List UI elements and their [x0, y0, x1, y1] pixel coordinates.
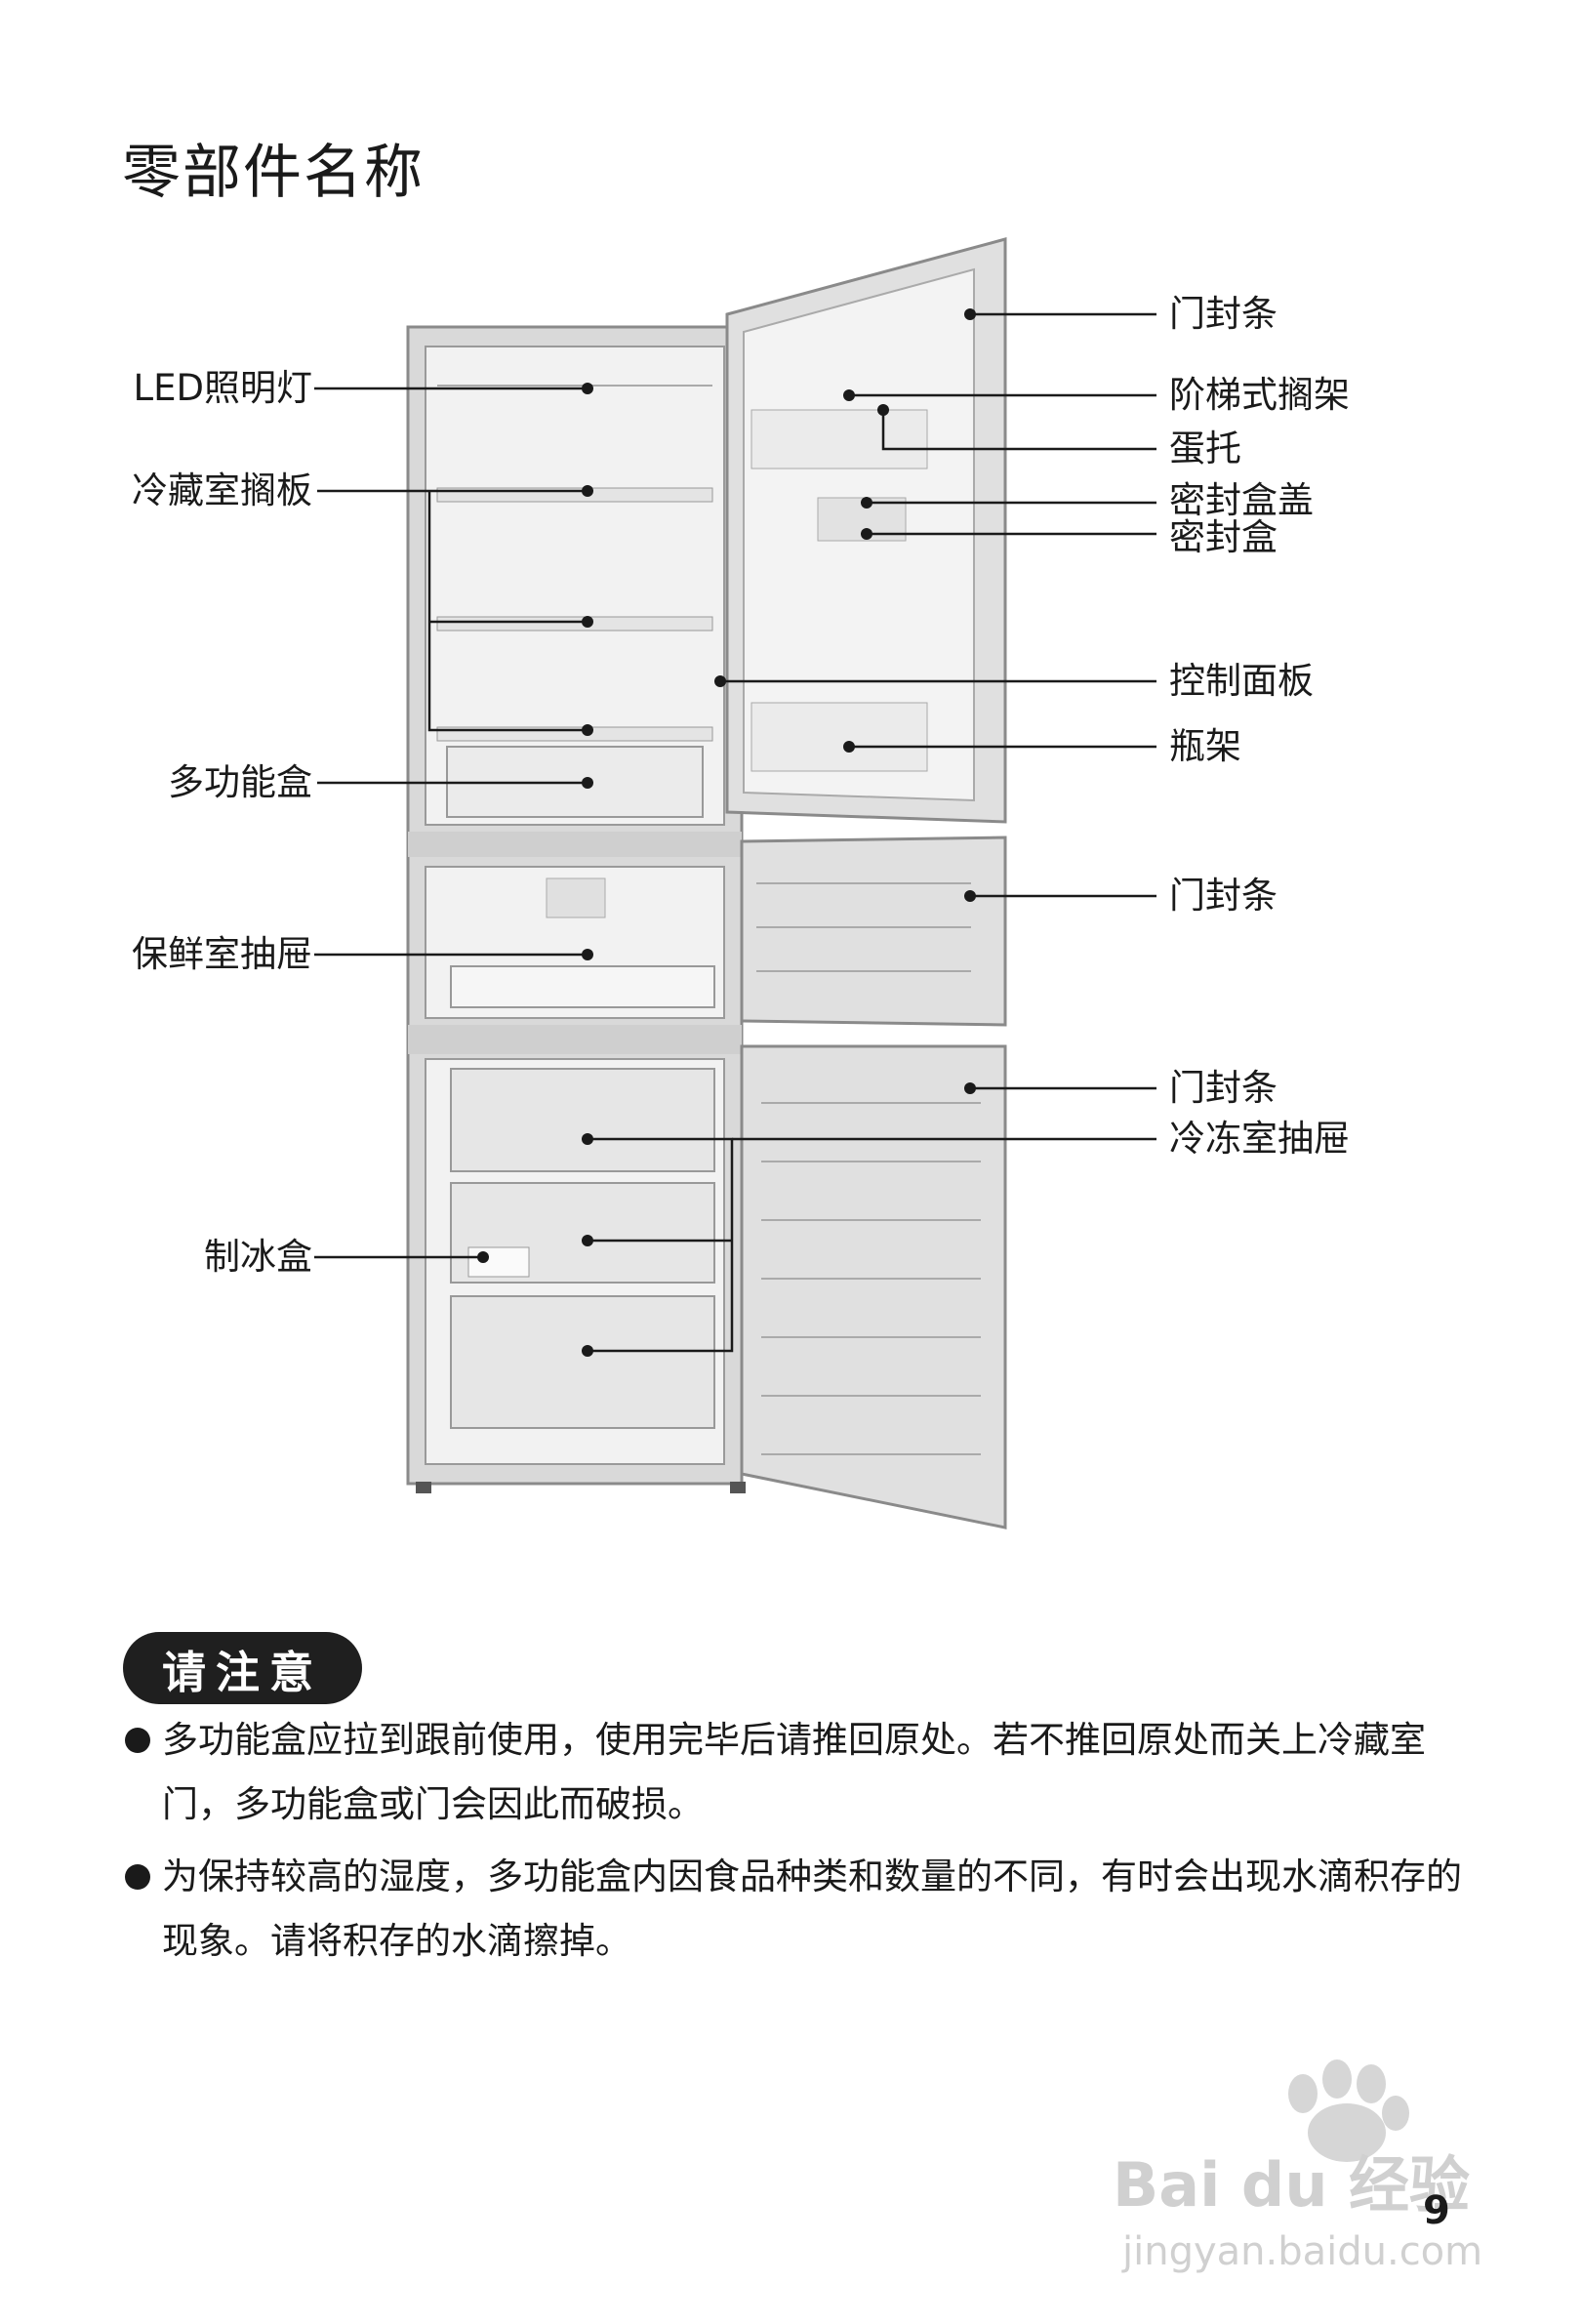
notice-badge: 请注意 [123, 1632, 362, 1704]
watermark-url: jingyan.baidu.com [1121, 2229, 1482, 2274]
bullet-icon [125, 1864, 150, 1890]
notice-item-text: 多功能盒应拉到跟前使用，使用完毕后请推回原处。若不推回原处而关上冷藏室门，多功能… [162, 1708, 1491, 1837]
notice-item: 多功能盒应拉到跟前使用，使用完毕后请推回原处。若不推回原处而关上冷藏室门，多功能… [125, 1708, 1491, 1837]
label-door-gasket-top: 门封条 [1169, 293, 1278, 335]
label-multi-function-box: 多功能盒 [168, 761, 312, 803]
paw-icon [1288, 2059, 1409, 2162]
label-door-gasket-bottom: 门封条 [1169, 1067, 1278, 1109]
label-ladder-shelf: 阶梯式搁架 [1169, 374, 1350, 416]
bullet-icon [125, 1728, 150, 1753]
label-seal-box-cover: 密封盒盖 [1169, 479, 1314, 521]
label-led-light: LED照明灯 [134, 367, 312, 409]
refrigerator-diagram: LED照明灯 冷藏室搁板 多功能盒 保鲜室抽屉 制冰盒 门封条 阶梯式搁架 蛋托… [0, 0, 1582, 1581]
label-fresh-drawer: 保鲜室抽屉 [132, 933, 312, 975]
label-egg-tray: 蛋托 [1169, 428, 1241, 469]
label-freezer-drawer: 冷冻室抽屉 [1169, 1118, 1350, 1160]
label-fridge-shelf: 冷藏室搁板 [132, 469, 312, 511]
label-seal-box: 密封盒 [1169, 516, 1278, 558]
refrigerator-cabinet [408, 327, 746, 1493]
page-number: 9 [1423, 2188, 1450, 2233]
notice-item: 为保持较高的湿度，多功能盒内因食品种类和数量的不同，有时会出现水滴积存的现象。请… [125, 1845, 1491, 1974]
label-bottle-rack: 瓶架 [1169, 725, 1241, 767]
watermark-brand: Bai du 经验 [1113, 2149, 1470, 2221]
notice-item-text: 为保持较高的湿度，多功能盒内因食品种类和数量的不同，有时会出现水滴积存的现象。请… [162, 1845, 1491, 1974]
baidu-watermark: Bai du 经验 jingyan.baidu.com [1103, 2020, 1493, 2284]
refrigerator-doors [727, 239, 1005, 1528]
label-control-panel: 控制面板 [1169, 660, 1314, 702]
label-door-gasket-middle: 门封条 [1169, 875, 1278, 917]
label-ice-tray: 制冰盒 [204, 1236, 312, 1278]
